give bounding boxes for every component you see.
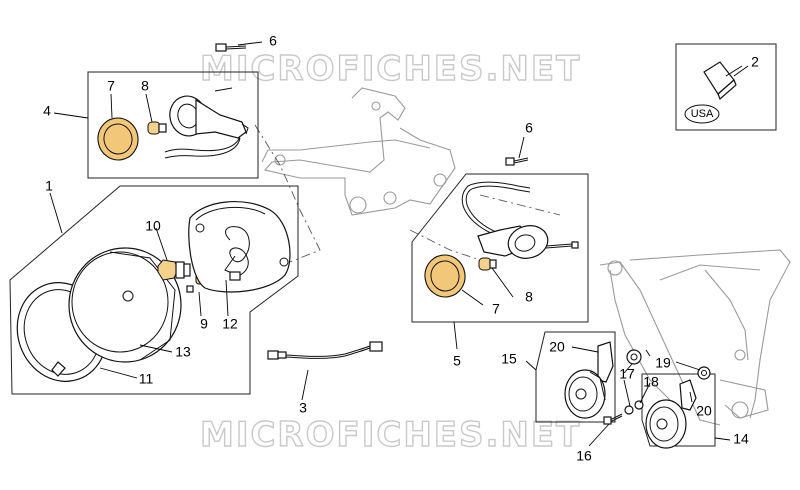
headlight-shell [188,200,291,293]
label-6-top: 6 [269,33,277,49]
label-19: 19 [655,355,671,371]
bolt-right [505,157,529,166]
label-20-top: 20 [549,339,565,355]
label-13: 13 [175,344,191,360]
watermark-top: MICROFICHES.NET [200,49,581,89]
right-turn-signal-group [411,173,589,323]
bolt-top [215,43,247,52]
horn-left [564,369,606,419]
leader-lines [49,41,749,447]
turn-signal-bulb-right [478,257,492,271]
turn-signal-lens-left [97,117,139,161]
frame-rails-ghost [599,249,791,426]
headlight-group [9,185,299,395]
label-8-left: 8 [141,78,149,94]
watermark-bottom: MICROFICHES.NET [200,415,581,455]
label-5: 5 [453,353,461,369]
label-11: 11 [139,371,154,387]
horn-right [645,399,687,449]
horn-group [535,331,716,449]
label-3: 3 [299,400,307,416]
label-15: 15 [501,351,517,367]
headlight-unit [68,247,182,363]
label-4: 4 [43,103,51,119]
label-7-right: 7 [492,301,500,317]
label-12: 12 [222,316,238,332]
usa-badge-text: USA [691,108,714,120]
turn-signal-housing-right [507,225,549,259]
label-14: 14 [733,431,749,447]
label-9: 9 [200,316,208,332]
connector-cable [267,341,383,360]
turn-signal-bulb-left [147,121,161,135]
turn-signal-lens-right [424,254,466,298]
dashed-line-left [254,124,321,263]
label-6-right: 6 [525,120,533,136]
label-18: 18 [643,374,659,390]
left-turn-signal-group [87,71,259,179]
headlight-bulb [157,259,179,281]
dashed-line-right [409,229,481,261]
label-10: 10 [145,218,161,234]
label-16: 16 [576,448,592,464]
label-7-left: 7 [107,78,115,94]
part-numbers: 6 2 4 7 8 6 1 10 8 7 9 12 20 13 15 5 19 … [43,33,759,464]
label-20-right: 20 [696,403,712,419]
inset-usa-reflector: USA [675,43,777,131]
dashed-line-rear [479,194,561,216]
label-8-right: 8 [525,289,533,305]
label-2: 2 [751,54,759,70]
label-1: 1 [45,178,53,194]
horn-box-15 [535,331,616,423]
usa-badge-outline [684,104,720,124]
frame-bracket-ghost [261,87,456,216]
label-17: 17 [619,366,635,382]
